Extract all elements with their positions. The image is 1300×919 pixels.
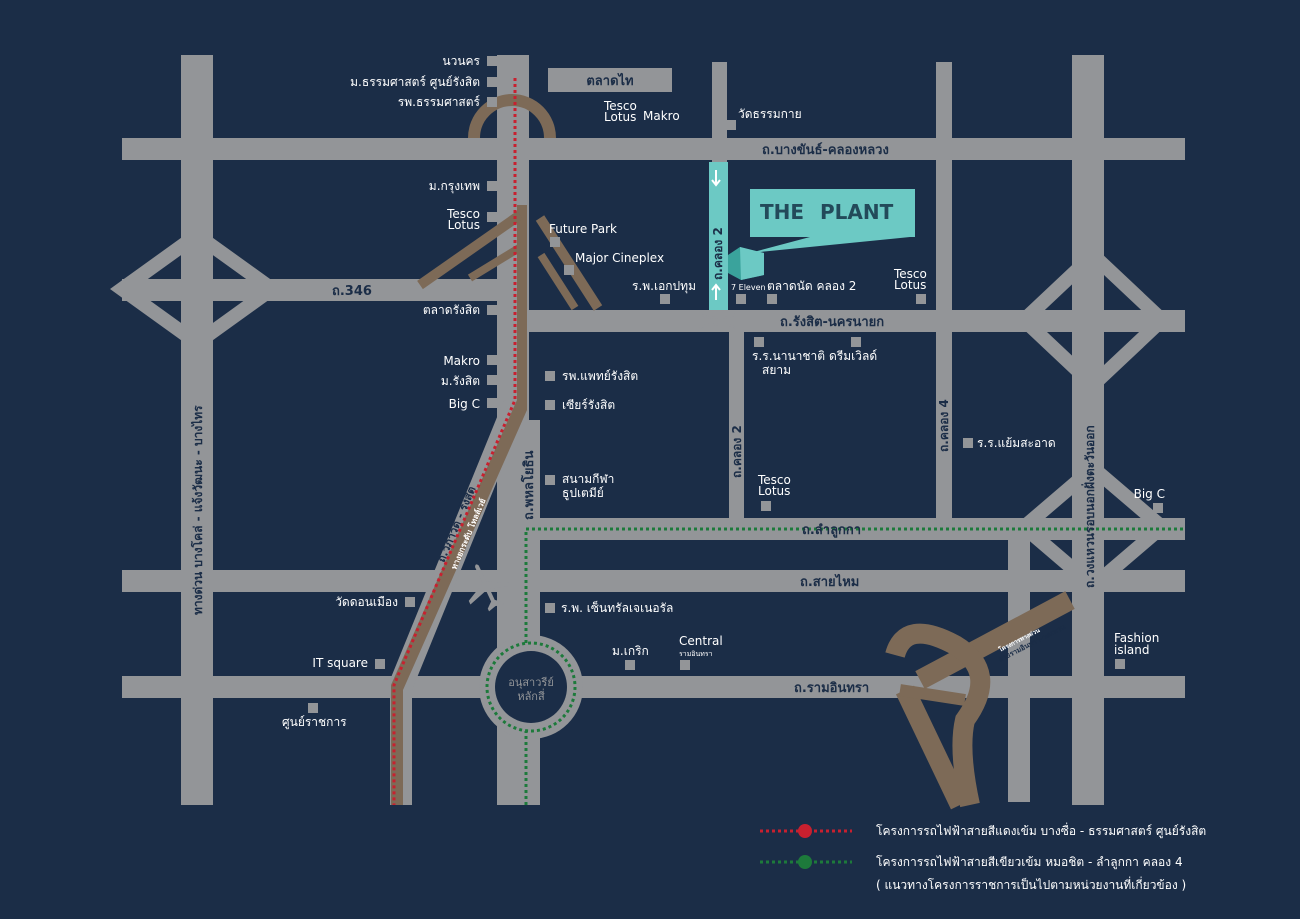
- label-bigc1: Big C: [449, 397, 480, 411]
- brand-name-plant: PLANT: [820, 200, 894, 224]
- label-ekpanich: ร.พ.เอกปทุม: [632, 279, 696, 294]
- label-future-park: Future Park: [549, 222, 617, 236]
- legend: โครงการรถไฟฟ้าสายสีแดงเข้ม บางซื่อ - ธรร…: [760, 822, 1206, 892]
- road-rangsit-nakhon: [527, 310, 1185, 332]
- airplane-icon: [468, 564, 511, 612]
- legend-note: ( แนวทางโครงการราชการเป็นไปตามหน่วยงานที…: [876, 876, 1186, 892]
- label-stadium-a: สนามกีฬา: [562, 472, 614, 486]
- label-tesco4-b: Lotus: [758, 484, 790, 498]
- label-road-saimai: ถ.สายไหม: [800, 573, 859, 590]
- label-road-khlong2: ถ.คลอง 2: [730, 425, 744, 478]
- talad-thai-box: [548, 68, 672, 92]
- road-khlong2-south: [729, 320, 744, 520]
- green-line-legend-icon: [798, 855, 812, 869]
- label-road-expressway: ทางด่วน บางโคล่ - แจ้งวัฒนะ - บางไทร: [190, 405, 205, 615]
- label-makro2: Makro: [443, 354, 480, 368]
- road-outer-ring: [1072, 55, 1104, 805]
- label-monument-b: หลักสี่: [517, 688, 545, 703]
- label-road-phahon: ถ.พหลโยธิน: [520, 451, 537, 520]
- green-line-roundabout: [485, 641, 577, 733]
- roundabout-inner: [495, 651, 567, 723]
- label-tu-hospital: รพ.ธรรมศาสตร์: [398, 95, 481, 109]
- label-talad-thai: ตลาดไท: [586, 72, 633, 89]
- road-connector: [1008, 530, 1030, 802]
- label-dreamworld: ดรีมเวิลด์: [829, 349, 877, 363]
- label-mkrk: ม.เกริก: [612, 644, 649, 658]
- label-tesco4-a: Tesco: [757, 473, 791, 487]
- label-stadium-b: ธูปเตมีย์: [562, 486, 604, 501]
- label-it-square: IT square: [312, 656, 368, 670]
- road-bangkhan: [122, 138, 1185, 160]
- arrow-icon: [711, 170, 721, 187]
- label-road-khlong4: ถ.คลอง 4: [937, 399, 951, 452]
- legend-green: โครงการรถไฟฟ้าสายสีเขียวเข้ม หมอชิต - ลำ…: [876, 855, 1183, 870]
- legend-red: โครงการรถไฟฟ้าสายสีแดงเข้ม บางซื่อ - ธรร…: [876, 822, 1206, 839]
- red-line-route: [392, 78, 517, 805]
- road-expressway: [181, 55, 213, 805]
- the-plant-marker[interactable]: THE PLANT: [728, 189, 915, 280]
- road-saimai: [122, 570, 1185, 592]
- label-road-346: ถ.346: [332, 284, 372, 299]
- label-bu: ม.กรุงเทพ: [429, 179, 480, 194]
- label-fashion-a: Fashion: [1114, 631, 1159, 645]
- label-paet-rangsit: รพ.แพทย์รังสิต: [562, 369, 638, 383]
- label-makro1: Makro: [643, 109, 680, 123]
- label-central-gen: ร.พ. เซ็นทรัลเจเนอรัล: [561, 600, 673, 615]
- arrow-icon: [711, 283, 721, 300]
- label-road-bangkhan: ถ.บางขันธ์-คลองหลวง: [762, 142, 889, 158]
- label-central-sub: รามอินทรา: [679, 650, 713, 658]
- label-road-ramintra: ถ.รามอินทรา: [794, 681, 869, 696]
- label-nanachat-a: ร.ร.นานาชาติ: [752, 349, 825, 363]
- label-talad-nud: ตลาดนัด คลอง 2: [767, 279, 856, 293]
- label-seven: 7 Eleven: [731, 283, 766, 292]
- elevated-routes: [391, 94, 1075, 810]
- brand-name-the: THE: [760, 200, 804, 224]
- label-monument-a: อนุสาวรีย์: [508, 676, 554, 689]
- label-tesco1-a: Tesco: [603, 99, 637, 113]
- label-tesco3-a: Tesco: [893, 267, 927, 281]
- label-gov-center: ศูนย์ราชการ: [282, 715, 347, 730]
- khlong2-highlight: [709, 162, 728, 310]
- red-line-legend-icon: [798, 824, 812, 838]
- label-talad-rangsit: ตลาดรังสิต: [423, 303, 480, 317]
- label-road-lamlukka: ถ.ลำลูกกา: [802, 522, 861, 538]
- label-rangsit-u: ม.รังสิต: [441, 374, 480, 388]
- label-tesco2-a: Tesco: [446, 207, 480, 221]
- label-major: Major Cineplex: [575, 251, 664, 265]
- label-road-outer-ring: ถ.วงแหวนรอบนอกฝั่งตะวันออก: [1081, 425, 1097, 588]
- label-yaem: ร.ร.แย้มสะอาด: [977, 436, 1056, 450]
- label-tesco2-b: Lotus: [448, 218, 480, 232]
- green-line-route: [524, 527, 1185, 805]
- label-central: Central: [679, 634, 723, 648]
- label-tesco1-b: Lotus: [604, 110, 636, 124]
- label-don-mueang: วัดดอนเมือง: [335, 595, 398, 609]
- landmark-markers: [308, 56, 1163, 713]
- label-bigc2: Big C: [1134, 487, 1165, 501]
- road-khlong4: [936, 62, 952, 520]
- label-fashion-b: island: [1114, 643, 1150, 657]
- label-wat-dhamma: วัดธรรมกาย: [738, 107, 802, 121]
- label-nawanakorn: นวนคร: [442, 54, 480, 68]
- label-nanachat-b: สยาม: [762, 363, 791, 377]
- label-road-rangsit-nakhon: ถ.รังสิต-นครนายก: [780, 315, 884, 330]
- label-tesco3-b: Lotus: [894, 278, 926, 292]
- label-road-khlong2-top: ถ.คลอง 2: [711, 227, 725, 280]
- label-future-rangsit: เซียร์รังสิต: [562, 398, 615, 412]
- label-tu-rangsit: ม.ธรรมศาสตร์ ศูนย์รังสิต: [350, 75, 480, 90]
